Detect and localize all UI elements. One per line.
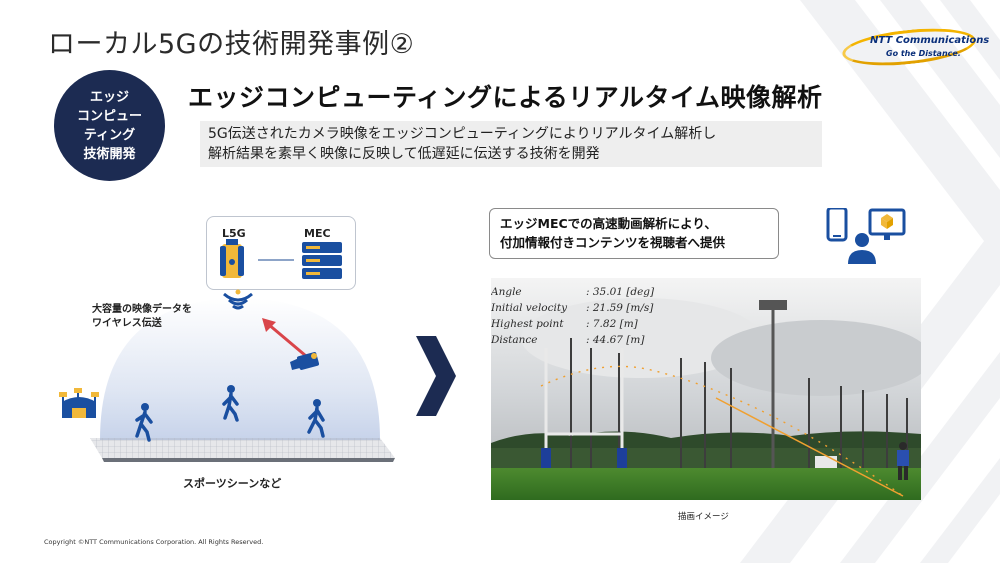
logo-tagline: Go the Distance. [886,49,961,58]
badge-line: ティング [83,127,136,143]
readout-value: : 21.59 [m/s] [586,302,654,314]
badge-line: コンピュー [76,108,142,124]
stadium-icon [59,388,99,418]
description-line: 解析結果を素早く映像に反映して低遅延に伝送する技術を開発 [208,146,600,162]
trajectory-line [540,365,904,497]
image-caption: 描画イメージ [678,512,729,522]
readout-row: Distance : 44.67 [m] [491,332,654,348]
headline: エッジコンピューティングによるリアルタイム映像解析 [188,83,823,112]
readout-key: Highest point [491,318,564,330]
callout-line: エッジMECでの高速動画解析により、 [500,216,717,231]
wireless-note-line: ワイヤレス伝送 [92,318,162,329]
company-logo: NTT Communications Go the Distance. [840,23,989,71]
description-line: 5G伝送されたカメラ映像をエッジコンピューティングによりリアルタイム解析し [208,126,717,142]
smartphone-monitor-user-icon [826,208,906,264]
readout-value: : 7.82 [m] [586,318,638,330]
floodlight-tower [759,300,787,468]
wireless-signal-icon [223,289,253,310]
mec-label: MEC [304,227,331,240]
logo-ring [840,23,978,71]
right-arrow-icon [416,336,456,416]
wireless-note-line: 大容量の映像データを [92,304,192,315]
readout-row: Highest point : 7.82 [m] [491,316,654,332]
copyright-text: Copyright ©NTT Communications Corporatio… [44,538,264,546]
callout-box: エッジMECでの高速動画解析により、 付加情報付きコンテンツを視聴者へ提供 [489,208,779,259]
logo-brand: NTT Communications [870,35,990,46]
readout-value: : 35.01 [deg] [586,286,655,298]
analysis-image: Angle : 35.01 [deg] Initial velocity : 2… [491,278,921,500]
upload-arrow [262,318,307,358]
sports-scene-dome [90,298,395,462]
person-walking-icon [307,399,325,438]
callout-line: 付加情報付きコンテンツを視聴者へ提供 [500,235,726,250]
person-walking-icon [135,403,153,442]
scene-caption: スポーツシーンなど [183,477,282,490]
readout-row: Angle : 35.01 [deg] [491,284,654,300]
readout-key: Distance [491,334,538,346]
router-icon [220,239,244,278]
readout-row: Initial velocity : 21.59 [m/s] [491,300,654,316]
kicker-player [897,442,909,480]
readout-value: : 44.67 [m] [586,334,645,346]
video-camera-icon [290,352,320,370]
readout-key: Initial velocity [491,302,568,314]
person-walking-icon [222,385,239,422]
network-icons [220,239,342,279]
description-box: 5G伝送されたカメラ映像をエッジコンピューティングによりリアルタイム解析し 解析… [200,121,822,167]
analysis-readout: Angle : 35.01 [deg] Initial velocity : 2… [491,284,654,348]
l5g-label: L5G [222,227,246,240]
trajectory-guide [715,397,904,497]
badge-line: エッジ [89,89,129,105]
wireless-note: 大容量の映像データを ワイヤレス伝送 [92,303,192,331]
slide-title: ローカル5Gの技術開発事例② [48,29,415,60]
server-icon [302,242,342,279]
category-badge: エッジ コンピュー ティング 技術開発 [54,70,165,181]
readout-key: Angle [491,286,522,298]
badge-line: 技術開発 [83,146,136,162]
rugby-field-photo [491,278,921,500]
